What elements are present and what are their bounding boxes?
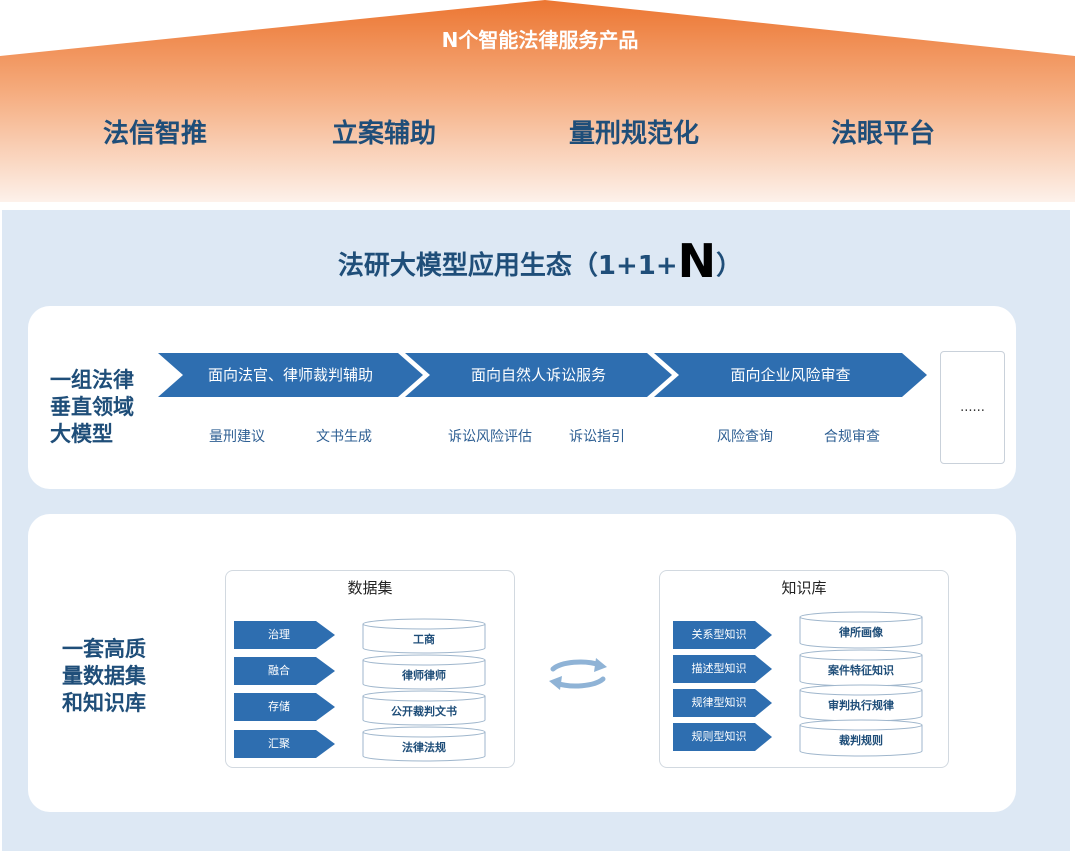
sub-compliance[interactable]: 合规审查 — [824, 429, 880, 445]
models-label-line: 大模型 — [50, 422, 113, 446]
type-relational[interactable]: 关系型知识 — [691, 628, 747, 641]
knowledge-label: 审判执行规律 — [828, 699, 894, 712]
chevron-enterprise-label[interactable]: 面向企业风险审查 — [730, 366, 851, 384]
arrow-shape — [673, 621, 772, 649]
arrow-shape — [673, 723, 772, 751]
ecosystem-title: 法研大模型应用生态（1+1+N） — [0, 234, 1080, 288]
source-business[interactable]: 工商 — [363, 619, 485, 653]
knowledge-case-features[interactable]: 案件特征知识 — [800, 650, 922, 686]
chevron-citizen-label[interactable]: 面向自然人诉讼服务 — [470, 366, 606, 384]
chevron-judge-label[interactable]: 面向法官、律师裁判辅助 — [207, 366, 373, 384]
chevron-judge — [158, 353, 423, 397]
arrow-shape — [234, 693, 335, 721]
source-label: 法律法规 — [402, 741, 446, 754]
sub-risk-query[interactable]: 风险查询 — [717, 429, 773, 445]
models-label-line: 一组法律 — [50, 368, 134, 392]
dataset-title: 数据集 — [347, 579, 393, 597]
data-label-line: 一套高质 — [62, 637, 146, 661]
data-label-line: 和知识库 — [62, 691, 146, 715]
knowledge-label: 案件特征知识 — [828, 664, 894, 677]
cylinder-shape — [799, 611, 923, 649]
chevron-enterprise — [654, 353, 927, 397]
step-aggregate[interactable]: 汇聚 — [268, 737, 290, 750]
cylinder-shape — [362, 654, 486, 690]
type-rule[interactable]: 规则型知识 — [691, 730, 747, 743]
arrow-shape — [673, 689, 772, 717]
cycle-arrowhead-icon — [549, 676, 562, 690]
chevron-citizen — [405, 353, 672, 397]
knowledge-label: 律所画像 — [839, 626, 883, 639]
type-pattern[interactable]: 规律型知识 — [691, 696, 747, 709]
models-row-label: 一组法律 垂直领域 大模型 — [50, 367, 150, 448]
data-label-line: 量数据集 — [62, 664, 146, 688]
knowledge-lawfirm[interactable]: 律所画像 — [800, 612, 922, 648]
roof-title: N个智能法律服务产品 — [441, 28, 639, 52]
source-label: 公开裁判文书 — [391, 705, 457, 718]
step-govern[interactable]: 治理 — [268, 628, 290, 641]
sub-document[interactable]: 文书生成 — [316, 429, 372, 445]
source-label: 律师律师 — [402, 669, 446, 682]
cycle-icon — [550, 659, 606, 689]
source-label: 工商 — [413, 633, 435, 646]
sub-risk-eval[interactable]: 诉讼风险评估 — [448, 429, 532, 445]
knowledge-judgment-rules[interactable]: 裁判规则 — [800, 720, 922, 756]
sub-sentencing[interactable]: 量刑建议 — [209, 429, 265, 445]
type-descriptive[interactable]: 描述型知识 — [691, 662, 747, 675]
roof-banner — [0, 0, 1075, 202]
more-models-box[interactable]: ...... — [940, 351, 1005, 464]
cylinder-shape — [362, 618, 486, 654]
arrow-shape — [673, 655, 772, 683]
source-lawyer[interactable]: 律师律师 — [363, 655, 485, 689]
step-store[interactable]: 存储 — [268, 700, 290, 713]
models-panel — [28, 306, 1016, 489]
cylinder-shape — [799, 719, 923, 757]
cylinder-shape — [362, 726, 486, 762]
source-judgments[interactable]: 公开裁判文书 — [363, 691, 485, 725]
data-row-label: 一套高质 量数据集 和知识库 — [62, 636, 162, 717]
knowledge-label: 裁判规则 — [839, 734, 883, 747]
cylinder-shape — [799, 684, 923, 722]
step-fuse[interactable]: 融合 — [268, 664, 290, 677]
ecosystem-title-prefix: 法研大模型应用生态（1+1+ — [337, 251, 678, 281]
product-liangxing[interactable]: 量刑规范化 — [568, 119, 699, 149]
arrow-shape — [234, 621, 335, 649]
knowledge-title: 知识库 — [781, 579, 827, 597]
models-label-line: 垂直领域 — [50, 395, 134, 419]
product-faxin[interactable]: 法信智推 — [102, 119, 207, 149]
source-laws[interactable]: 法律法规 — [363, 727, 485, 761]
arrow-shape — [234, 730, 335, 758]
ecosystem-title-n: N — [677, 234, 717, 288]
product-fayan[interactable]: 法眼平台 — [830, 119, 935, 149]
arrow-shape — [234, 657, 335, 685]
cylinder-shape — [362, 690, 486, 726]
cycle-arrowhead-icon — [594, 658, 607, 672]
ecosystem-title-suffix: ） — [716, 251, 743, 281]
sub-guide[interactable]: 诉讼指引 — [569, 429, 625, 445]
product-lian[interactable]: 立案辅助 — [331, 119, 436, 149]
knowledge-trial-patterns[interactable]: 审判执行规律 — [800, 685, 922, 721]
